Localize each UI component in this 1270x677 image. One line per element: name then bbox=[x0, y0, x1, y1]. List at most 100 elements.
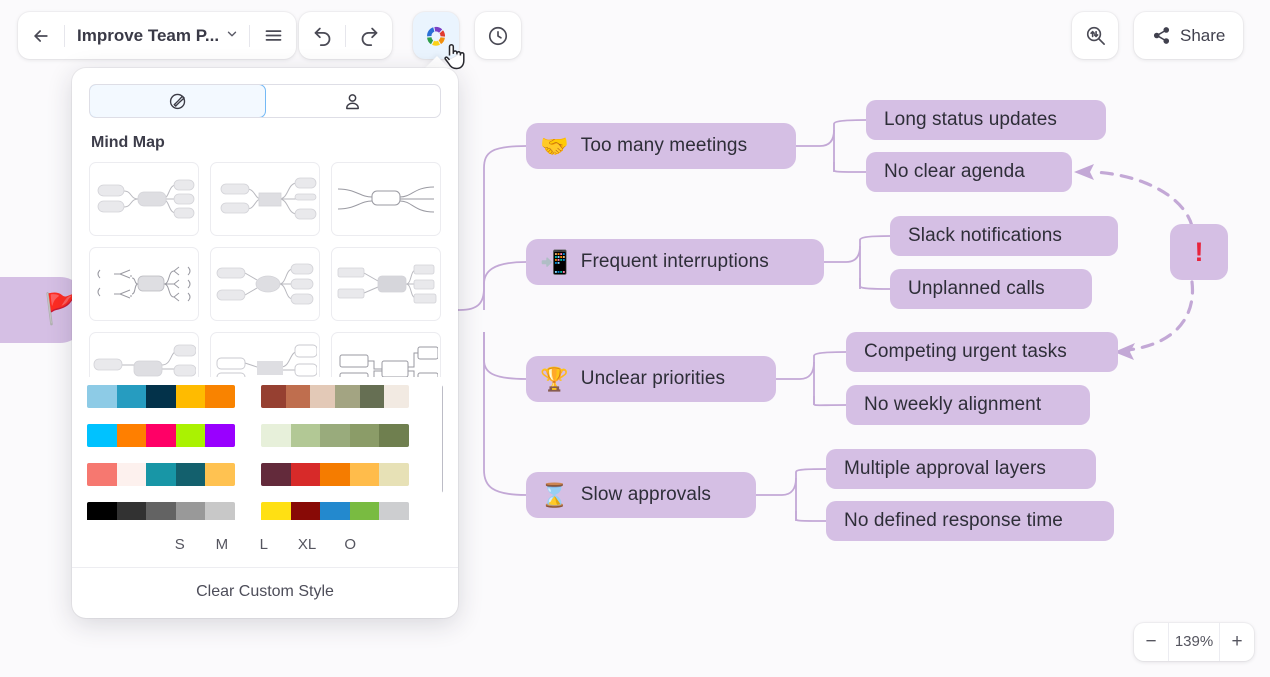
template-option[interactable] bbox=[331, 162, 441, 236]
mindmap-leaf-unplanned-calls[interactable]: Unplanned calls bbox=[890, 269, 1092, 309]
template-option[interactable] bbox=[210, 162, 320, 236]
palette-swatch[interactable] bbox=[290, 502, 321, 520]
size-option-xl[interactable]: XL bbox=[297, 536, 317, 553]
palette-swatch[interactable] bbox=[349, 502, 380, 520]
palette-swatch[interactable] bbox=[146, 502, 176, 520]
zoom-fit-button[interactable] bbox=[1072, 12, 1118, 59]
mindmap-leaf-competing-urgent-tasks[interactable]: Competing urgent tasks bbox=[846, 332, 1118, 372]
palette-option-pal-4[interactable] bbox=[261, 424, 409, 447]
size-option-l[interactable]: L bbox=[259, 536, 268, 553]
back-button[interactable] bbox=[18, 13, 64, 59]
template-option[interactable] bbox=[210, 332, 320, 377]
mindmap-alert-node[interactable]: ! bbox=[1170, 224, 1228, 280]
palette-swatch[interactable] bbox=[116, 385, 147, 408]
size-option-m[interactable]: M bbox=[215, 536, 229, 553]
palette-row bbox=[87, 385, 443, 408]
palette-option-pal-5[interactable] bbox=[87, 463, 235, 486]
palette-option-pal-3[interactable] bbox=[87, 424, 235, 447]
palette-swatch[interactable] bbox=[384, 385, 409, 408]
palette-swatch[interactable] bbox=[205, 424, 235, 447]
palette-swatch[interactable] bbox=[146, 385, 176, 408]
palette-swatch[interactable] bbox=[334, 385, 360, 408]
template-option[interactable] bbox=[89, 162, 199, 236]
menu-button[interactable] bbox=[250, 13, 296, 59]
palette-swatch[interactable] bbox=[87, 424, 117, 447]
size-option-o[interactable]: O bbox=[344, 536, 356, 553]
mindmap-leaf-multiple-approval-layers[interactable]: Multiple approval layers bbox=[826, 449, 1096, 489]
palette-option-pal-6[interactable] bbox=[261, 463, 409, 486]
palette-list[interactable] bbox=[87, 385, 443, 520]
mindmap-leaf-no-clear-agenda[interactable]: No clear agenda bbox=[866, 152, 1072, 192]
palette-swatch[interactable] bbox=[205, 385, 235, 408]
zoom-in-button[interactable]: + bbox=[1231, 631, 1243, 652]
palette-swatch[interactable] bbox=[310, 385, 335, 408]
palette-swatch[interactable] bbox=[349, 424, 380, 447]
palette-scrollbar[interactable] bbox=[442, 385, 443, 493]
palette-swatch[interactable] bbox=[87, 502, 117, 520]
palette-option-pal-8[interactable] bbox=[261, 502, 409, 520]
mindmap-leaf-no-weekly-alignment[interactable]: No weekly alignment bbox=[846, 385, 1090, 425]
palette-swatch[interactable] bbox=[379, 463, 409, 486]
tab-style[interactable] bbox=[90, 85, 266, 117]
mindmap-branch-frequent-interruptions[interactable]: 📲 Frequent interruptions bbox=[526, 239, 824, 285]
palette-swatch[interactable] bbox=[285, 385, 311, 408]
palette-swatch[interactable] bbox=[261, 385, 286, 408]
mindmap-branch-too-many-meetings[interactable]: 🤝 Too many meetings bbox=[526, 123, 796, 169]
clear-custom-style-button[interactable]: Clear Custom Style bbox=[196, 582, 334, 600]
palette-swatch[interactable] bbox=[87, 463, 117, 486]
palette-swatch[interactable] bbox=[116, 424, 147, 447]
template-option[interactable] bbox=[210, 247, 320, 321]
palette-swatch[interactable] bbox=[320, 424, 350, 447]
palette-swatch[interactable] bbox=[359, 385, 385, 408]
palette-swatch[interactable] bbox=[175, 424, 206, 447]
palette-swatch[interactable] bbox=[175, 385, 206, 408]
template-option[interactable] bbox=[331, 332, 441, 377]
undo-button[interactable] bbox=[299, 13, 345, 59]
template-thumb-5 bbox=[216, 263, 314, 305]
mindmap-branch-unclear-priorities[interactable]: 🏆 Unclear priorities bbox=[526, 356, 776, 402]
mindmap-leaf-long-status-updates[interactable]: Long status updates bbox=[866, 100, 1106, 140]
hamburger-menu-icon bbox=[265, 30, 281, 41]
arrow-left-icon bbox=[34, 29, 48, 42]
palette-swatch[interactable] bbox=[175, 463, 206, 486]
mindmap-leaf-slack-notifications[interactable]: Slack notifications bbox=[890, 216, 1118, 256]
palette-swatch[interactable] bbox=[116, 463, 147, 486]
template-list[interactable] bbox=[89, 162, 441, 377]
palette-swatch[interactable] bbox=[379, 424, 409, 447]
document-title[interactable]: Improve Team P... bbox=[77, 25, 220, 45]
palette-swatch[interactable] bbox=[205, 463, 235, 486]
palette-swatch[interactable] bbox=[290, 463, 321, 486]
palette-swatch[interactable] bbox=[261, 502, 291, 520]
palette-swatch[interactable] bbox=[349, 463, 380, 486]
template-option[interactable] bbox=[89, 247, 199, 321]
share-button[interactable]: Share bbox=[1134, 12, 1244, 59]
template-option[interactable] bbox=[89, 332, 199, 377]
mindmap-leaf-no-defined-response-time[interactable]: No defined response time bbox=[826, 501, 1114, 541]
mindmap-branch-slow-approvals[interactable]: ⌛ Slow approvals bbox=[526, 472, 756, 518]
redo-button[interactable] bbox=[346, 13, 392, 59]
chevron-down-icon[interactable] bbox=[225, 27, 249, 44]
palette-swatch[interactable] bbox=[146, 424, 176, 447]
palette-swatch[interactable] bbox=[261, 463, 291, 486]
palette-swatch[interactable] bbox=[320, 502, 350, 520]
palette-swatch[interactable] bbox=[379, 502, 409, 520]
palette-option-pal-2[interactable] bbox=[261, 385, 409, 408]
tab-profile[interactable] bbox=[265, 85, 440, 117]
palette-swatch[interactable] bbox=[320, 463, 350, 486]
palette-swatch[interactable] bbox=[261, 424, 291, 447]
palette-swatch[interactable] bbox=[87, 385, 117, 408]
palette-swatch[interactable] bbox=[116, 502, 147, 520]
mindmap-root-node[interactable]: 🚩 bbox=[0, 277, 86, 343]
palette-option-pal-1[interactable] bbox=[87, 385, 235, 408]
template-option[interactable] bbox=[331, 247, 441, 321]
zoom-out-button[interactable]: − bbox=[1145, 631, 1157, 652]
palette-swatch[interactable] bbox=[205, 502, 235, 520]
palette-option-pal-7[interactable] bbox=[87, 502, 235, 520]
size-option-s[interactable]: S bbox=[174, 536, 185, 553]
palette-swatch[interactable] bbox=[146, 463, 176, 486]
undo-redo-toolbar bbox=[299, 12, 392, 59]
version-history-button[interactable] bbox=[475, 12, 521, 59]
palette-swatch[interactable] bbox=[290, 424, 321, 447]
palette-swatch[interactable] bbox=[175, 502, 206, 520]
